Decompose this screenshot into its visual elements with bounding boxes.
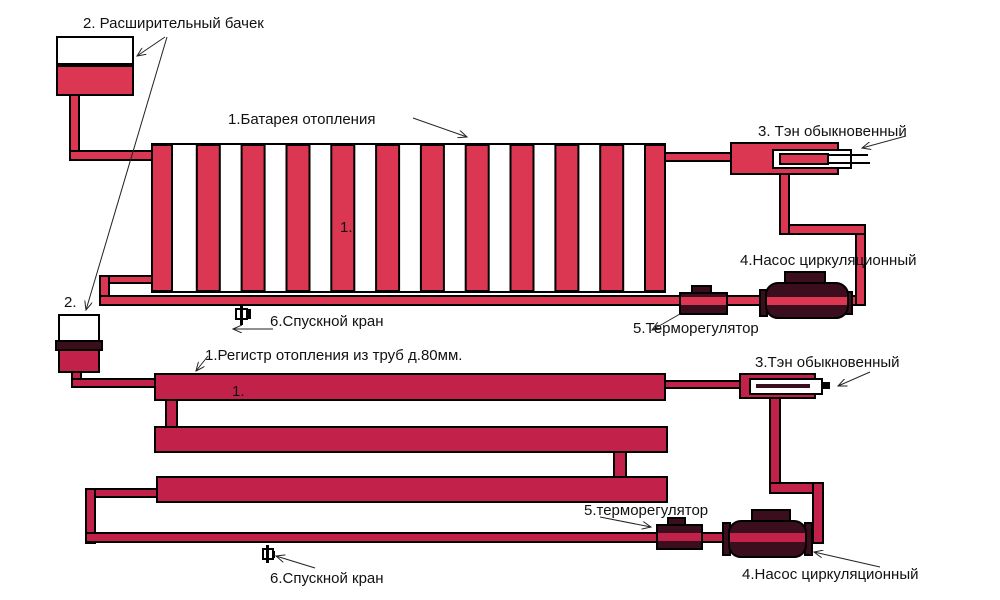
expansion-tank	[56, 36, 134, 96]
pump-label: 4.Насос циркуляционный	[740, 252, 917, 269]
thermostat-label-2: 5.терморегулятор	[584, 502, 708, 519]
bottom-system: 2. 1.Регистр отопления из труб д.80мм. 1…	[55, 294, 919, 587]
circulation-pump	[759, 271, 853, 319]
heater-element-2	[739, 373, 830, 399]
top-system: 1. 2. Расширительны	[56, 15, 917, 337]
radiator-section	[554, 144, 580, 292]
pipe-register	[154, 373, 668, 503]
radiator-section	[644, 144, 666, 292]
pump-label-2: 4.Насос циркуляционный	[742, 566, 919, 583]
register-label: 1.Регистр отопления из труб д.80мм.	[205, 347, 462, 364]
radiator-section	[464, 144, 490, 292]
drain-valve	[235, 305, 251, 325]
radiator-marker: 1.	[340, 219, 353, 236]
radiator	[151, 143, 666, 293]
thermostat-2	[656, 517, 703, 550]
drain-valve-2	[262, 545, 275, 563]
register-marker: 1.	[232, 383, 245, 400]
radiator-section	[240, 144, 266, 292]
heater-element	[730, 142, 870, 175]
drain-label-2: 6.Спускной кран	[270, 570, 384, 587]
radiator-section	[375, 144, 401, 292]
radiator-section	[509, 144, 535, 292]
radiator-label: 1.Батарея отопления	[228, 111, 375, 128]
tank-label-2: 2.	[64, 294, 77, 311]
heater-label: 3. Тэн обыкновенный	[758, 123, 907, 140]
circulation-pump-2	[722, 509, 813, 558]
radiator-section	[195, 144, 221, 292]
radiator-section	[599, 144, 625, 292]
bottom-arrows	[196, 355, 881, 569]
tank-label: 2. Расширительный бачек	[83, 15, 264, 32]
radiator-section	[330, 144, 356, 292]
thermostat	[679, 285, 728, 315]
drain-label: 6.Спускной кран	[270, 313, 384, 330]
heater-label-2: 3.Тэн обыкновенный	[755, 354, 900, 371]
bottom-pipes	[71, 370, 824, 544]
expansion-tank-2	[55, 314, 103, 373]
top-arrows	[86, 36, 907, 330]
thermostat-label: 5.Терморегулятор	[633, 320, 759, 337]
radiator-section	[285, 144, 311, 292]
radiator-section	[419, 144, 445, 292]
radiator-section	[151, 144, 173, 292]
